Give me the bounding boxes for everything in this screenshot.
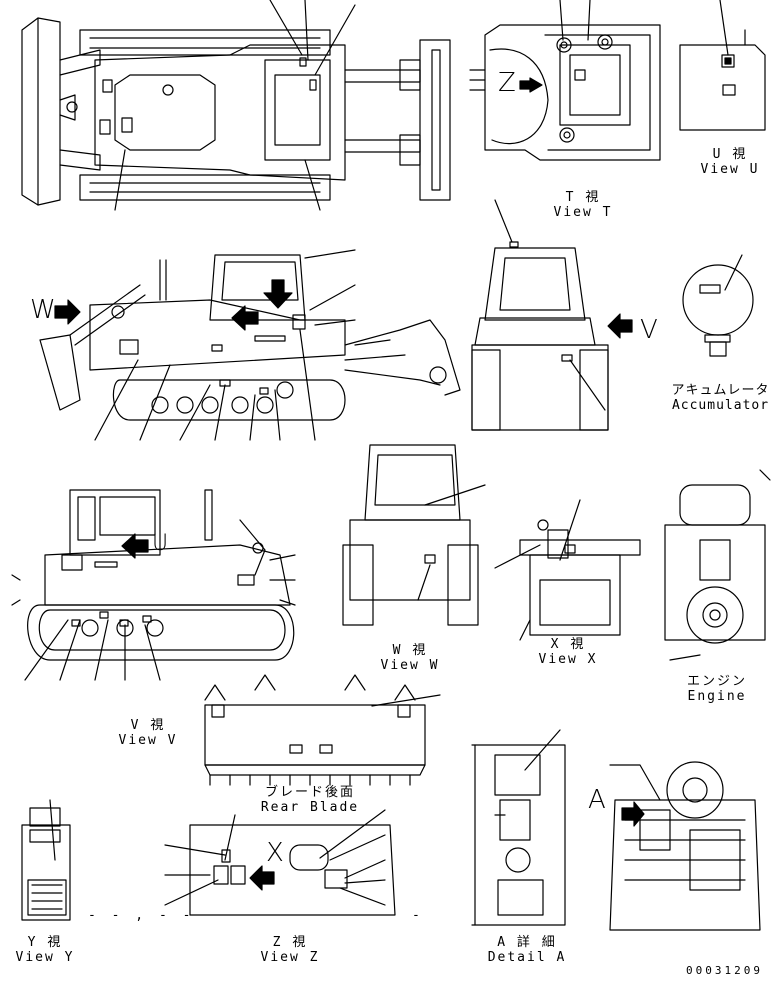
- view-x-caption: X 視 View X: [528, 637, 608, 667]
- accumulator-en: Accumulator: [671, 398, 770, 413]
- view-t-arrow-tail: [519, 80, 531, 90]
- view-t-caption: T 視 View T: [548, 190, 618, 220]
- engine-drawing: [664, 469, 771, 661]
- engine-en: Engine: [687, 689, 747, 704]
- view-u-en: View U: [700, 162, 760, 177]
- detail-a-drawing: [471, 729, 566, 926]
- accumulator-drawing: [682, 254, 754, 357]
- view-z-en: View Z: [260, 950, 320, 965]
- detail-a-arrow: [621, 801, 645, 827]
- dozer-rear-view: [471, 199, 609, 431]
- view-u-drawing: [679, 0, 766, 131]
- rear-blade-jp: ブレード後面: [264, 785, 355, 800]
- engine-caption: エンジン Engine: [672, 674, 762, 704]
- view-y-leader-dashes: - - , - -: [88, 908, 195, 923]
- view-w-caption: W 視 View W: [365, 643, 455, 673]
- view-y-en: View Y: [15, 950, 75, 965]
- view-w-en: View W: [380, 658, 440, 673]
- view-t-jp: T 視: [565, 190, 601, 205]
- dozer-side-view-left: [39, 249, 461, 441]
- view-u-caption: U 視 View U: [690, 147, 770, 177]
- view-w-arrow: [54, 299, 81, 325]
- view-u-arrow: [121, 533, 149, 559]
- view-z-arrow: [249, 865, 275, 891]
- view-v-caption: V 視 View V: [108, 718, 188, 748]
- detail-a-en: Detail A: [487, 950, 567, 965]
- view-x-en: View X: [538, 652, 598, 667]
- dozer-side-view-right: [11, 489, 296, 681]
- view-v-jp: V 視: [130, 718, 166, 733]
- view-u-jp: U 視: [712, 147, 748, 162]
- view-t-en: View T: [553, 205, 613, 220]
- rear-blade-en: Rear Blade: [260, 800, 360, 815]
- view-v-en: View V: [118, 733, 178, 748]
- drawing-number: 00031209: [686, 964, 763, 977]
- detail-a-jp: A 詳 細: [497, 935, 557, 950]
- view-z-caption: Z 視 View Z: [250, 935, 330, 965]
- rear-blade-caption: ブレード後面 Rear Blade: [255, 785, 365, 815]
- rear-blade-drawing: [204, 674, 441, 786]
- view-t-drawing: [469, 0, 661, 161]
- view-w-drawing: [342, 444, 486, 626]
- accumulator-jp: アキュムレータ: [671, 383, 770, 398]
- view-t-pointer-arrow: [263, 279, 293, 309]
- accumulator-caption: アキュムレータ Accumulator: [668, 383, 773, 413]
- view-z-drawing: [164, 809, 396, 916]
- letter-u: U: [152, 531, 169, 556]
- view-y-caption: Y 視 View Y: [10, 935, 80, 965]
- engine-jp: エンジン: [686, 674, 747, 689]
- letter-z: Z: [498, 68, 516, 98]
- letter-v: V: [640, 315, 658, 345]
- letter-a: A: [588, 785, 606, 815]
- view-t-arrow: [529, 77, 543, 93]
- view-v-arrow: [607, 313, 633, 339]
- view-z-leader-dash: -: [412, 908, 422, 923]
- letter-w: W: [30, 295, 56, 325]
- view-x-pointer-arrow: [231, 305, 259, 331]
- view-y-jp: Y 視: [27, 935, 63, 950]
- view-x-drawing: [494, 499, 641, 641]
- detail-a-caption: A 詳 細 Detail A: [482, 935, 572, 965]
- view-z-jp: Z 視: [272, 935, 308, 950]
- letter-x: X: [266, 838, 284, 868]
- engine-isometric-drawing: [609, 761, 761, 931]
- view-w-jp: W 視: [392, 643, 428, 658]
- dozer-top-view: [21, 0, 451, 211]
- view-y-drawing: [21, 799, 71, 921]
- view-x-jp: X 視: [550, 637, 586, 652]
